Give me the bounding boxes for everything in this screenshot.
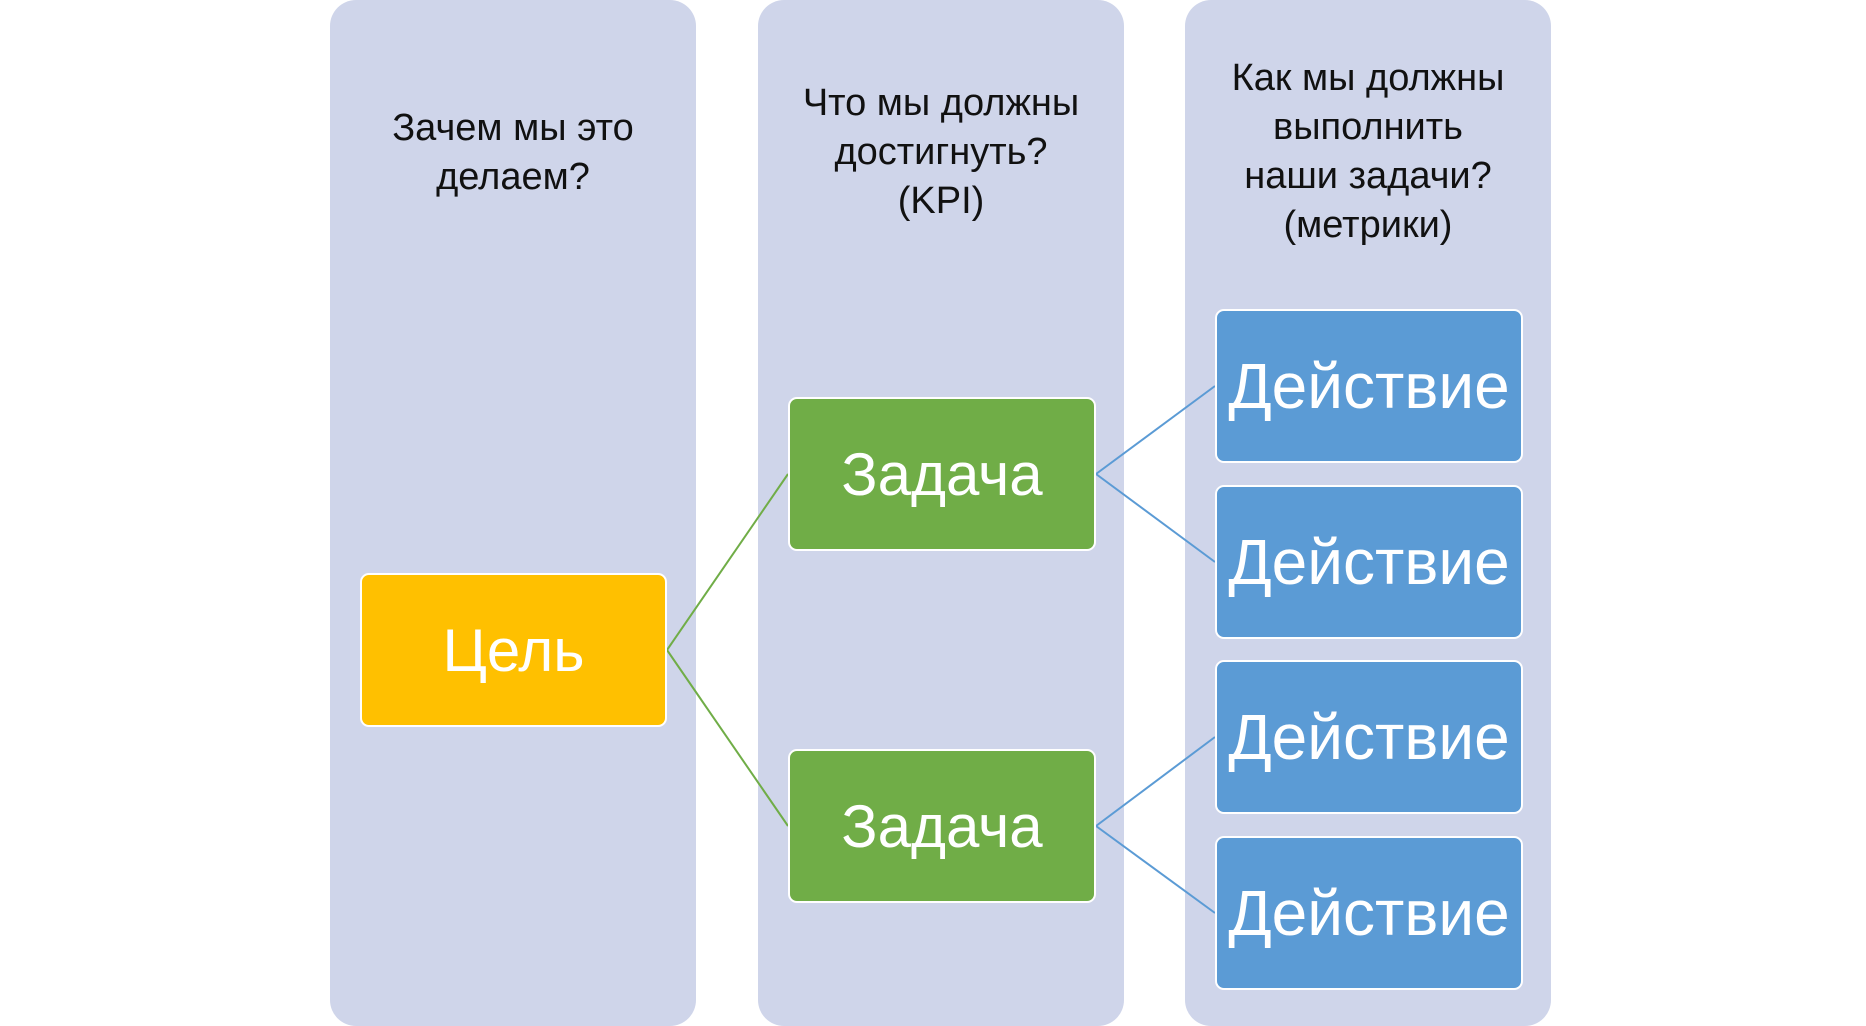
action-box: Действие bbox=[1215, 836, 1523, 990]
goal-box: Цель bbox=[360, 573, 667, 727]
action-box: Действие bbox=[1215, 309, 1523, 463]
column-why: Зачем мы это делаем? bbox=[330, 0, 696, 1026]
connector-task-1-action-1 bbox=[1095, 385, 1216, 475]
task-box: Задача bbox=[788, 749, 1096, 903]
task-box: Задача bbox=[788, 397, 1096, 551]
column-what-header: Что мы должны достигнуть? (KPI) bbox=[802, 82, 1080, 222]
connector-task-2-action-4 bbox=[1095, 825, 1216, 914]
connector-goal-task-2 bbox=[666, 649, 789, 827]
column-why-header: Зачем мы это делаем? bbox=[392, 107, 634, 198]
action-box: Действие bbox=[1215, 485, 1523, 639]
action-box: Действие bbox=[1215, 660, 1523, 814]
connector-goal-task-1 bbox=[666, 473, 789, 651]
connector-task-1-action-2 bbox=[1095, 473, 1216, 563]
connector-task-2-action-3 bbox=[1095, 736, 1216, 827]
column-how-header: Как мы должны выполнить наши задачи? (ме… bbox=[1231, 57, 1505, 246]
